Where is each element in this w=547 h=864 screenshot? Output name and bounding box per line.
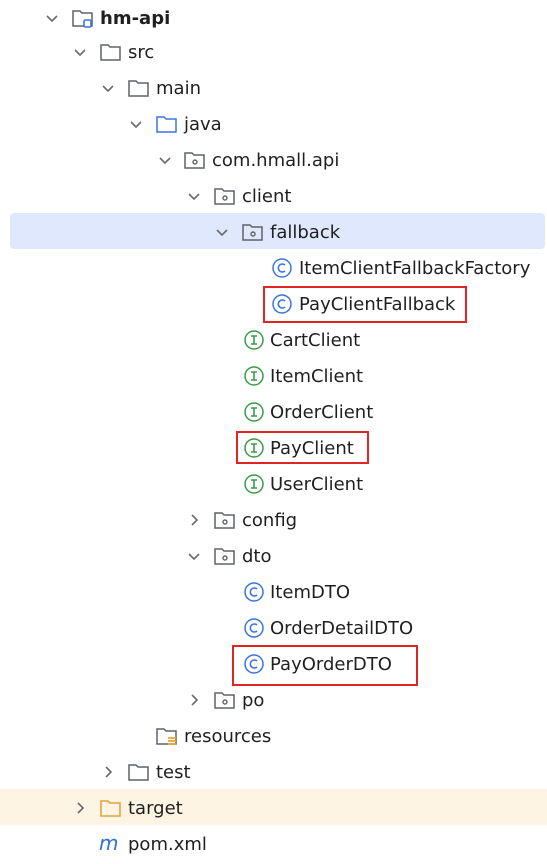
tree-node-client[interactable]: client: [0, 178, 547, 214]
node-label: pom.xml: [128, 833, 207, 855]
highlight-box-payorderdto: [232, 645, 418, 686]
source-folder-icon: [154, 106, 180, 142]
node-label: hm-api: [100, 7, 171, 29]
node-label: main: [156, 77, 201, 99]
folder-icon: [126, 754, 152, 790]
module-folder-icon: [70, 0, 96, 36]
interface-icon: [241, 322, 267, 358]
chevron-down-icon[interactable]: [72, 34, 88, 70]
tree-node-po[interactable]: po: [0, 682, 547, 718]
interface-icon: [241, 430, 267, 466]
node-label: client: [242, 185, 292, 207]
chevron-down-icon[interactable]: [214, 214, 230, 250]
interface-icon: [241, 358, 267, 394]
node-label: target: [128, 797, 183, 819]
node-label: PayOrderDTO: [270, 653, 392, 675]
tree-node-main[interactable]: main: [0, 70, 547, 106]
chevron-down-icon[interactable]: [157, 142, 173, 178]
package-icon: [182, 142, 208, 178]
tree-node-class[interactable]: ItemDTO: [0, 574, 547, 610]
node-label: test: [156, 761, 191, 783]
package-icon: [212, 538, 238, 574]
node-label: po: [242, 689, 265, 711]
tree-node-class[interactable]: PayClientFallback: [0, 286, 547, 322]
node-label: OrderDetailDTO: [270, 617, 414, 639]
node-label: dto: [242, 545, 272, 567]
node-label: fallback: [270, 221, 341, 243]
chevron-down-icon[interactable]: [128, 106, 144, 142]
tree-node-interface[interactable]: UserClient: [0, 466, 547, 502]
node-label: ItemDTO: [270, 581, 350, 603]
node-label: UserClient: [270, 473, 364, 495]
class-icon: [241, 646, 267, 682]
folder-icon: [98, 34, 124, 70]
resources-folder-icon: [154, 718, 180, 754]
chevron-right-icon[interactable]: [186, 502, 202, 538]
chevron-right-icon[interactable]: [72, 790, 88, 826]
node-label: ItemClientFallbackFactory: [299, 257, 531, 279]
svg-text:m: m: [99, 833, 118, 855]
class-icon: [269, 286, 295, 322]
excluded-row-highlight: [0, 789, 547, 825]
selected-row-highlight: [10, 213, 545, 249]
tree-node-class[interactable]: OrderDetailDTO: [0, 610, 547, 646]
chevron-down-icon[interactable]: [186, 538, 202, 574]
tree-node-resources[interactable]: resources: [0, 718, 547, 754]
tree-node-interface[interactable]: CartClient: [0, 322, 547, 358]
tree-node-test[interactable]: test: [0, 754, 547, 790]
folder-icon: [126, 70, 152, 106]
tree-node-interface[interactable]: OrderClient: [0, 394, 547, 430]
interface-icon: [241, 466, 267, 502]
chevron-down-icon[interactable]: [44, 0, 60, 36]
node-label: config: [242, 509, 298, 531]
package-icon: [240, 214, 266, 250]
node-label: PayClient: [270, 437, 354, 459]
chevron-down-icon[interactable]: [100, 70, 116, 106]
package-icon: [212, 178, 238, 214]
class-icon: [241, 610, 267, 646]
chevron-right-icon[interactable]: [186, 682, 202, 718]
package-icon: [212, 502, 238, 538]
node-label: resources: [184, 725, 272, 747]
interface-icon: [241, 394, 267, 430]
package-icon: [212, 682, 238, 718]
tree-node-src[interactable]: src: [0, 34, 547, 70]
tree-node-class[interactable]: PayOrderDTO: [0, 646, 547, 682]
tree-node-interface[interactable]: PayClient: [0, 430, 547, 466]
chevron-down-icon[interactable]: [186, 178, 202, 214]
tree-node-interface[interactable]: ItemClient: [0, 358, 547, 394]
class-icon: [241, 574, 267, 610]
maven-icon: m: [98, 826, 124, 862]
tree-node-hm-api[interactable]: hm-api: [0, 0, 547, 36]
tree-node-target[interactable]: target: [0, 790, 547, 826]
excluded-folder-icon: [98, 790, 124, 826]
tree-node-fallback[interactable]: fallback: [0, 214, 547, 250]
node-label: java: [184, 113, 222, 135]
node-label: CartClient: [270, 329, 361, 351]
tree-node-pom[interactable]: m pom.xml: [0, 826, 547, 862]
highlight-box-payclient: [236, 431, 369, 464]
node-label: com.hmall.api: [212, 149, 340, 171]
tree-node-java[interactable]: java: [0, 106, 547, 142]
node-label: OrderClient: [270, 401, 374, 423]
tree-node-class[interactable]: ItemClientFallbackFactory: [0, 250, 547, 286]
highlight-box-payclientfallback: [263, 286, 467, 323]
tree-node-config[interactable]: config: [0, 502, 547, 538]
node-label: src: [128, 41, 155, 63]
node-label: ItemClient: [270, 365, 364, 387]
chevron-right-icon[interactable]: [100, 754, 116, 790]
node-label: PayClientFallback: [299, 293, 456, 315]
tree-node-package[interactable]: com.hmall.api: [0, 142, 547, 178]
tree-node-dto[interactable]: dto: [0, 538, 547, 574]
class-icon: [269, 250, 295, 286]
